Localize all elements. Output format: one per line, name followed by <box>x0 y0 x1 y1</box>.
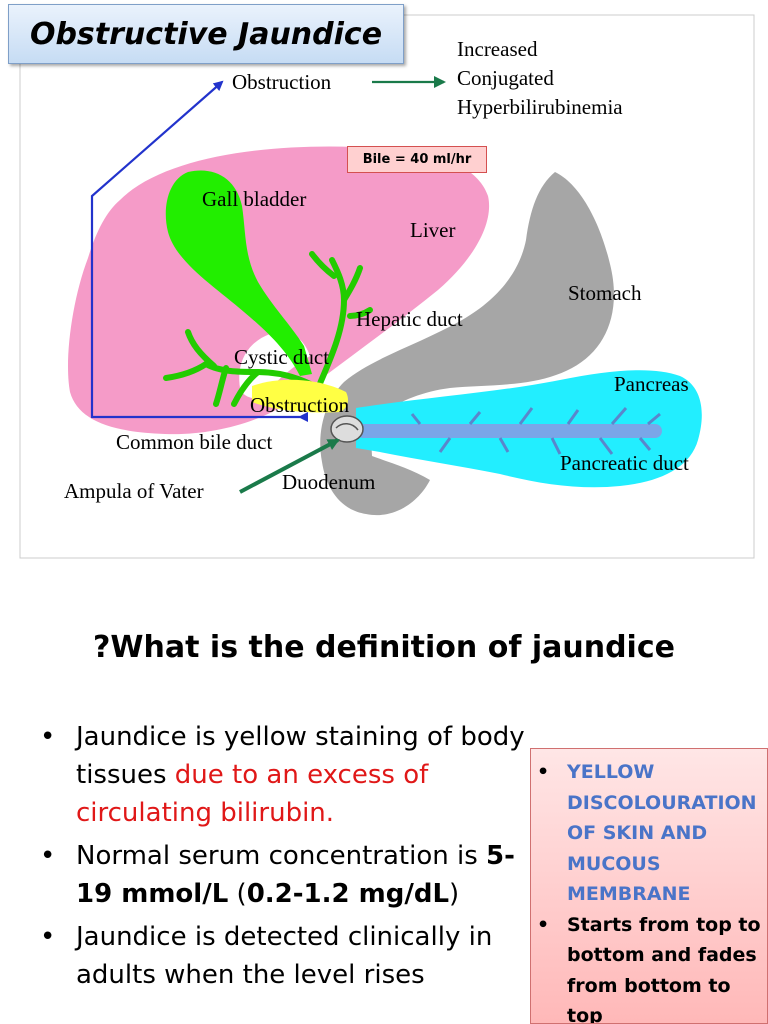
label-hepatic-duct: Hepatic duct <box>356 307 463 331</box>
label-result-2: Conjugated <box>457 66 554 90</box>
label-gall-bladder: Gall bladder <box>202 187 306 211</box>
label-pancreas: Pancreas <box>614 372 689 396</box>
anatomy-diagram: Obstruction Increased Conjugated Hyperbi… <box>19 14 755 559</box>
side-note-box: YELLOW DISCOLOURATION OF SKIN AND MUCOUS… <box>530 748 768 1024</box>
question-heading: ?What is the definition of jaundice <box>93 630 675 665</box>
label-result-1: Increased <box>457 37 538 61</box>
label-common-bile-duct: Common bile duct <box>116 430 272 454</box>
label-obstruction-site: Obstruction <box>250 393 350 417</box>
bullet-2-range-mmol: 5-19 mmol/L <box>76 841 515 909</box>
label-liver: Liver <box>410 218 455 242</box>
bullet-2-paren-open: ( <box>228 879 247 909</box>
bullet-2-text: Normal serum concentration is <box>76 841 487 871</box>
side-note-1-text: YELLOW DISCOLOURATION OF SKIN AND MUCOUS… <box>567 761 757 905</box>
label-result-3: Hyperbilirubinemia <box>457 95 623 119</box>
label-stomach: Stomach <box>568 281 642 305</box>
obstruction-path-arrow <box>90 80 308 422</box>
page-title: Obstructive Jaundice <box>29 16 383 52</box>
main-bullet-list: Jaundice is yellow staining of body tiss… <box>40 718 530 999</box>
pancreatic-duct-branches <box>410 407 661 455</box>
bullet-2-range-mgdl: 0.2-1.2 mg/dL <box>246 879 450 909</box>
bile-rate-box: Bile = 40 ml/hr <box>347 146 487 173</box>
main-bullet-3: Jaundice is detected clinically in adult… <box>40 918 530 994</box>
side-note-1: YELLOW DISCOLOURATION OF SKIN AND MUCOUS… <box>537 757 763 910</box>
label-obstruction-top: Obstruction <box>232 70 332 94</box>
side-note-2: Starts from top to bottom and fades from… <box>537 910 763 1024</box>
side-note-2-text: Starts from top to bottom and fades from… <box>567 913 761 1024</box>
label-cystic-duct: Cystic duct <box>234 345 329 369</box>
stomach-shape <box>320 172 614 516</box>
side-note-list: YELLOW DISCOLOURATION OF SKIN AND MUCOUS… <box>531 749 767 1024</box>
ampula-arrow <box>239 438 340 494</box>
bullet-3-text: Jaundice is detected clinically in adult… <box>76 922 493 990</box>
label-pancreatic-duct: Pancreatic duct <box>560 451 689 475</box>
ampulla-shape <box>330 415 364 443</box>
bullet-1-red-text: due to an excess of circulating bilirubi… <box>76 760 429 828</box>
label-ampula: Ampula of Vater <box>64 479 204 503</box>
bullet-2-paren-close: ) <box>449 879 460 909</box>
main-bullet-1: Jaundice is yellow staining of body tiss… <box>40 718 530 832</box>
main-bullet-2: Normal serum concentration is 5-19 mmol/… <box>40 837 530 913</box>
title-box: Obstructive Jaundice <box>8 4 404 64</box>
bullet-1-text: Jaundice is yellow staining of body tiss… <box>76 722 525 790</box>
bile-rate-text: Bile = 40 ml/hr <box>362 152 472 167</box>
pancreatic-duct-shape <box>356 424 662 438</box>
label-duodenum: Duodenum <box>282 470 375 494</box>
